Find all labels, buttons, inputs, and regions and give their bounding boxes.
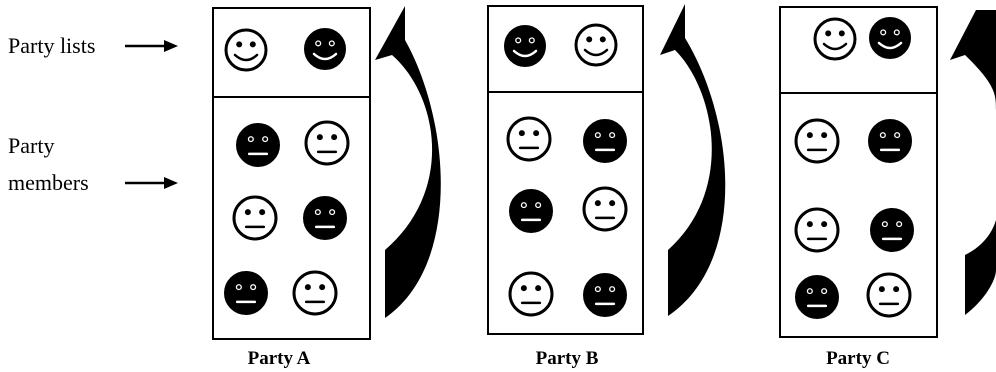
member-neutral-dark-face-icon (868, 119, 912, 163)
member-neutral-dark-face-icon (870, 208, 914, 252)
party-c-group: Party C (779, 6, 996, 369)
list-happy-light-face-icon (813, 17, 857, 61)
party-a-faces (224, 28, 350, 316)
member-neutral-dark-face-icon (583, 273, 627, 317)
member-neutral-light-face-icon (232, 195, 278, 241)
member-neutral-dark-face-icon (509, 189, 553, 233)
member-neutral-light-face-icon (506, 116, 552, 162)
party-a-members-box (212, 96, 371, 340)
member-neutral-light-face-icon (794, 207, 840, 253)
list-happy-light-face-icon (224, 28, 268, 72)
member-neutral-light-face-icon (508, 271, 554, 317)
party-a-curved-arrow (375, 6, 441, 318)
list-happy-light-face-icon (574, 23, 618, 67)
member-neutral-light-face-icon (866, 272, 912, 318)
member-neutral-light-face-icon (794, 118, 840, 164)
party-b-members-box (487, 91, 644, 335)
party-members-label-line2: members (8, 170, 89, 195)
party-lists-label: Party lists (8, 33, 95, 58)
member-neutral-light-face-icon (304, 120, 350, 166)
member-neutral-dark-face-icon (303, 196, 347, 240)
party-c-curved-arrow (950, 10, 996, 315)
party-b-group: Party B (487, 4, 726, 369)
party-lists-arrow (125, 40, 178, 52)
party-a-caption: Party A (248, 348, 311, 369)
party-c-list-box (779, 6, 938, 94)
member-neutral-light-face-icon (292, 270, 338, 316)
party-c-faces (794, 17, 914, 319)
party-c-members-box (779, 92, 938, 338)
list-happy-dark-face-icon (504, 25, 546, 67)
member-neutral-dark-face-icon (224, 271, 268, 315)
list-happy-dark-face-icon (869, 17, 911, 59)
party-b-curved-arrow (660, 4, 726, 316)
list-happy-dark-face-icon (304, 28, 346, 70)
member-neutral-dark-face-icon (583, 119, 627, 163)
member-neutral-dark-face-icon (795, 275, 839, 319)
party-b-caption: Party B (536, 348, 599, 369)
party-c-caption: Party C (826, 348, 890, 369)
member-neutral-dark-face-icon (236, 123, 280, 167)
party-members-arrow (125, 177, 178, 189)
party-b-faces (504, 23, 628, 317)
party-a-group: Party A (212, 6, 441, 369)
party-members-label-line1: Party (8, 133, 54, 158)
member-neutral-light-face-icon (582, 186, 628, 232)
